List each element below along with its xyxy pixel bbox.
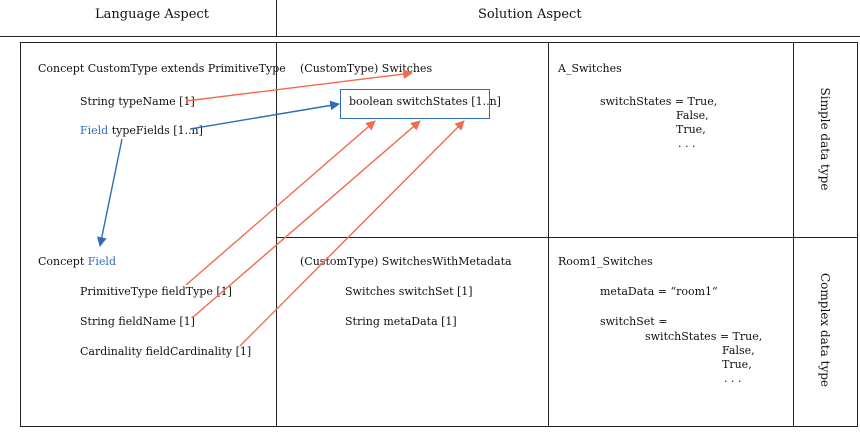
arrow-typefields-to-concept-field [96,138,123,247]
room1-metadata-assign: metaData = “room1“ [600,285,718,298]
concept-field-name: Field [87,255,116,268]
a-value-false: False, [676,109,709,122]
table-bottom-border [20,426,858,427]
field-keyword: Field [80,124,109,137]
metadata-type-title: (CustomType) SwitchesWithMetadata [300,255,512,268]
string-fieldname-label: String fieldName [1] [80,315,195,328]
table-left-border [20,42,21,427]
language-solution-divider [276,42,277,427]
a-value-true: True, [676,123,706,136]
string-metadata-label: String metaData [1] [345,315,457,328]
table-top-border [20,42,858,43]
concept-prefix: Concept [38,255,88,268]
instance-label-divider [793,42,794,427]
header-divider [0,36,860,37]
switches-switchset-label: Switches switchSet [1] [345,285,473,298]
arrow-cardinality-to-range [239,120,465,347]
solution-aspect-header: Solution Aspect [478,7,582,22]
simple-complex-divider [276,237,858,238]
concept-customtype-label: Concept CustomType extends PrimitiveType [38,62,286,75]
arrow-typename-to-switches [185,69,413,102]
cardinality-label: Cardinality fieldCardinality [1] [80,345,252,358]
a-switches-instance: A_Switches [558,62,622,75]
header-column-divider [276,0,277,37]
language-aspect-header: Language Aspect [95,7,209,22]
table-right-border [857,42,858,427]
type-instance-divider [548,42,549,427]
room1-switches-instance: Room1_Switches [558,255,653,268]
switches-type-title: (CustomType) Switches [300,62,433,75]
typefields-rest: typeFields [1..n] [108,124,203,137]
room1-value-dots: . . . [724,372,742,385]
arrow-typefields-to-box [189,100,340,130]
room1-value-true: True, [722,358,752,371]
room1-value-false: False, [722,344,755,357]
concept-field-label: Concept Field [38,255,116,268]
a-value-dots: . . . [678,137,696,150]
boolean-switchstates-box [340,89,490,119]
a-switchstates-assign: switchStates = True, [600,95,718,108]
string-typename-label: String typeName [1] [80,95,195,108]
boolean-switchstates-label: boolean switchStates [1..n] [349,95,501,108]
room1-switchstates-assign: switchStates = True, [645,330,763,343]
typefields-label: Field typeFields [1..n] [80,124,203,137]
arrow-fieldtype-to-boolean [185,120,376,286]
primitive-fieldtype-label: PrimitiveType fieldType [1] [80,285,232,298]
room1-switchset-assign: switchSet = [600,315,668,328]
arrow-fieldname-to-switchstates [191,120,421,319]
